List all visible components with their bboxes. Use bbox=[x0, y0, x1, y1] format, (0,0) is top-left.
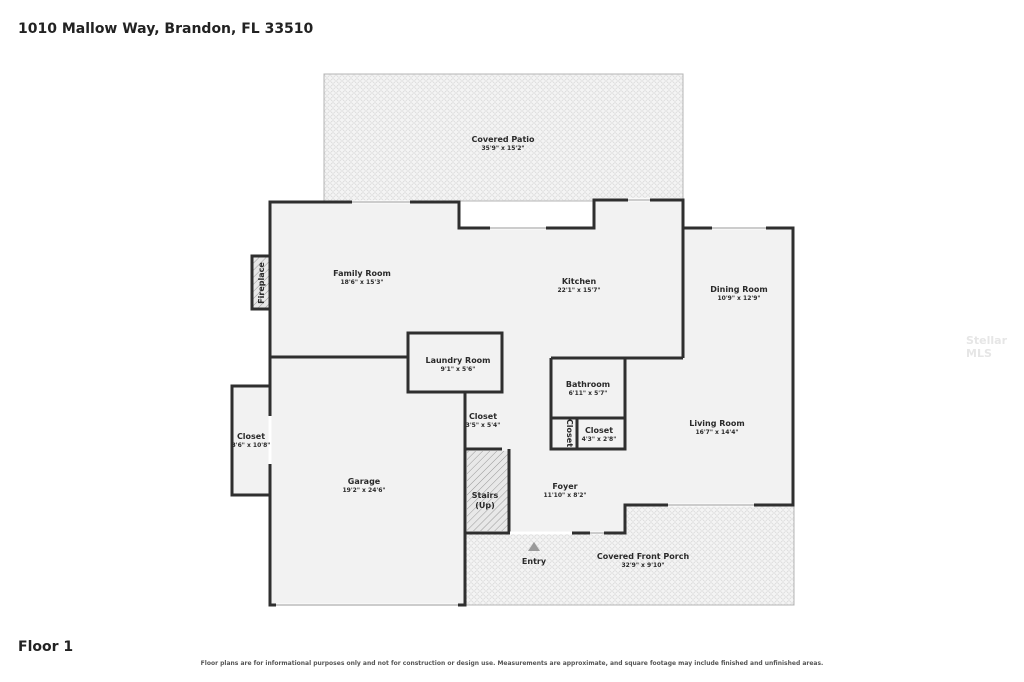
entry-label: Entry bbox=[522, 557, 547, 566]
laundry-room-dims: 9'1" x 5'6" bbox=[441, 366, 476, 373]
foyer-label: Foyer bbox=[552, 482, 577, 491]
bathroom-dims: 6'11" x 5'7" bbox=[569, 390, 608, 397]
dining-room-dims: 10'9" x 12'9" bbox=[717, 295, 760, 302]
closet-mid-dims: 3'5" x 5'4" bbox=[466, 422, 501, 429]
garage-label: Garage bbox=[348, 477, 381, 486]
stairs-direction-label: (Up) bbox=[475, 501, 495, 510]
dining-room-label: Dining Room bbox=[710, 285, 768, 294]
covered-patio-label: Covered Patio bbox=[472, 135, 536, 144]
kitchen-label: Kitchen bbox=[562, 277, 597, 286]
living-room-label: Living Room bbox=[689, 419, 745, 428]
foyer-dims: 11'10" x 8'2" bbox=[543, 492, 586, 499]
floor-label: Floor 1 bbox=[18, 639, 74, 655]
covered-patio-dims: 35'9" x 15'2" bbox=[481, 145, 524, 152]
covered-front-porch-dims: 32'9" x 9'10" bbox=[621, 562, 664, 569]
living-room-dims: 16'7" x 14'4" bbox=[695, 429, 738, 436]
stairs-area bbox=[467, 451, 509, 531]
closet-small-label: Closet bbox=[565, 419, 574, 447]
closet-left-area bbox=[232, 386, 270, 495]
laundry-room-label: Laundry Room bbox=[425, 356, 490, 365]
watermark: Stellar MLS bbox=[966, 334, 1008, 360]
property-address: 1010 Mallow Way, Brandon, FL 33510 bbox=[18, 21, 314, 37]
covered-patio-area bbox=[323, 73, 684, 202]
closet-right-dims: 4'3" x 2'8" bbox=[582, 436, 617, 443]
bathroom-label: Bathroom bbox=[566, 380, 610, 389]
garage-dims: 19'2" x 24'6" bbox=[342, 487, 385, 494]
family-room-dims: 18'6" x 15'3" bbox=[340, 279, 383, 286]
kitchen-dims: 22'1" x 15'7" bbox=[557, 287, 600, 294]
covered-front-porch-label: Covered Front Porch bbox=[597, 552, 690, 561]
disclaimer-text: Floor plans are for informational purpos… bbox=[200, 660, 824, 667]
window-sills bbox=[276, 199, 766, 606]
fireplace-label: Fireplace bbox=[257, 262, 266, 304]
entry-arrow-icon bbox=[528, 542, 540, 551]
closet-left-dims: 3'6" x 10'8" bbox=[232, 442, 271, 449]
closet-mid-label: Closet bbox=[469, 412, 497, 421]
family-room-label: Family Room bbox=[333, 269, 391, 278]
closet-left-label: Closet bbox=[237, 432, 265, 441]
stairs-label: Stairs bbox=[472, 491, 499, 500]
closet-right-label: Closet bbox=[585, 426, 613, 435]
interior-walls bbox=[270, 228, 685, 605]
